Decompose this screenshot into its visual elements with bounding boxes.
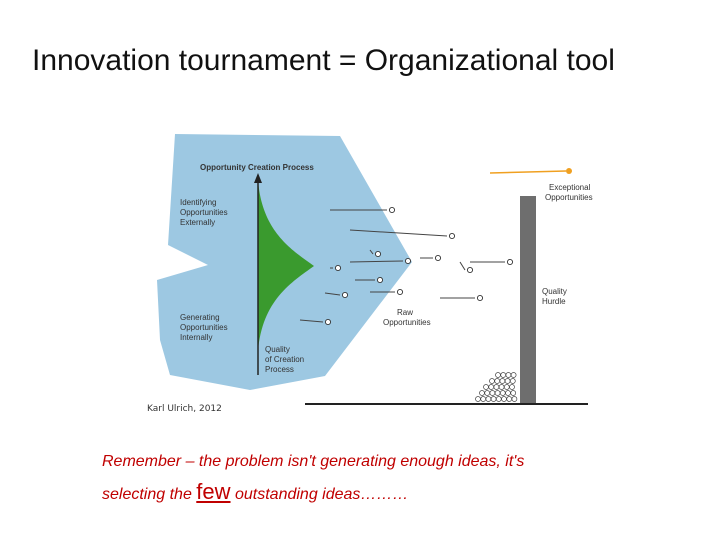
- hurdle-label-line: Hurdle: [542, 297, 566, 306]
- note-line-2-start: selecting the: [102, 486, 197, 503]
- idea-trail: [369, 249, 374, 255]
- pile-idea: [485, 396, 492, 402]
- raw-label: Raw Opportunities: [383, 308, 431, 327]
- rejected-ideas-pile: [475, 372, 518, 402]
- takeaway-note: Remember – the problem isn't generating …: [102, 447, 702, 510]
- pile-idea: [494, 378, 501, 384]
- pile-idea: [479, 390, 485, 396]
- pile-idea: [489, 390, 496, 396]
- source-credit: Karl Ulrich, 2012: [147, 404, 222, 414]
- external-label-line: Identifying: [180, 198, 216, 207]
- quality-label-line: Quality: [265, 345, 290, 354]
- slide-title: Innovation tournament = Organizational t…: [32, 44, 615, 77]
- raw-idea-projectiles: [299, 206, 514, 326]
- idea-trail: [299, 319, 324, 323]
- note-line-2-end: outstanding ideas………: [230, 486, 409, 503]
- raw-label-line: Opportunities: [383, 318, 431, 327]
- note-line-1: Remember – the problem isn't generating …: [102, 453, 525, 470]
- pile-idea: [475, 396, 481, 402]
- pile-idea: [505, 372, 512, 378]
- pile-idea: [511, 396, 518, 402]
- idea-trail: [324, 292, 341, 296]
- raw-idea: [404, 257, 412, 265]
- external-label: Identifying Opportunities Externally: [180, 198, 230, 227]
- pile-idea: [484, 390, 491, 396]
- pile-idea: [510, 390, 517, 396]
- pile-idea: [483, 384, 489, 390]
- raw-idea: [506, 258, 514, 266]
- raw-idea: [434, 254, 442, 262]
- hurdle-label: Quality Hurdle: [542, 287, 569, 306]
- idea-trail: [459, 261, 466, 271]
- external-label-line: Externally: [180, 218, 215, 227]
- pile-idea: [506, 396, 513, 402]
- pile-idea: [503, 384, 510, 390]
- pile-idea: [509, 384, 515, 390]
- external-label-line: Opportunities: [180, 208, 228, 217]
- raw-idea: [324, 318, 332, 326]
- quality-hurdle-bar: [520, 196, 536, 404]
- pile-idea: [498, 384, 505, 390]
- internal-label-line: Internally: [180, 333, 212, 342]
- pile-idea: [504, 378, 511, 384]
- raw-idea: [396, 288, 404, 296]
- raw-label-line: Raw: [397, 308, 413, 317]
- raw-idea: [341, 291, 349, 299]
- pile-idea: [490, 396, 497, 402]
- internal-label: Generating Opportunities Internally: [180, 313, 230, 342]
- pile-idea: [509, 378, 516, 384]
- internal-label-line: Opportunities: [180, 323, 228, 332]
- pile-idea: [494, 390, 501, 396]
- hurdle-label-line: Quality: [542, 287, 567, 296]
- quality-label-line: Process: [265, 365, 294, 374]
- exceptional-opportunity: [566, 168, 572, 174]
- idea-trail: [349, 260, 404, 263]
- pile-idea: [495, 396, 502, 402]
- pile-idea: [489, 378, 495, 384]
- pile-idea: [493, 384, 500, 390]
- exceptional-trail: [489, 170, 567, 174]
- pile-idea: [505, 390, 511, 396]
- internal-label-line: Generating: [180, 313, 220, 322]
- quality-label-line: of Creation: [265, 355, 304, 364]
- exceptional-label-line: Exceptional: [549, 183, 591, 192]
- raw-idea: [374, 250, 382, 258]
- pile-idea: [480, 396, 487, 402]
- idea-trail: [349, 229, 448, 237]
- pile-idea: [495, 372, 501, 378]
- pile-idea: [499, 378, 506, 384]
- exceptional-label: Exceptional Opportunities: [545, 183, 593, 202]
- quality-label: Quality of Creation Process: [265, 345, 306, 374]
- raw-idea: [376, 276, 384, 284]
- quality-axis-arrowhead: [254, 173, 262, 183]
- raw-idea: [466, 266, 474, 274]
- raw-idea: [334, 264, 342, 272]
- raw-idea: [476, 294, 484, 302]
- exceptional-label-line: Opportunities: [545, 193, 593, 202]
- pile-idea: [488, 384, 495, 390]
- process-header: Opportunity Creation Process: [200, 163, 314, 172]
- raw-idea: [448, 232, 456, 240]
- quality-distribution-curve: [258, 180, 314, 352]
- pile-idea: [510, 372, 517, 378]
- pile-idea: [500, 372, 507, 378]
- pile-idea: [501, 396, 507, 402]
- raw-idea: [388, 206, 396, 214]
- note-emphasis: few: [196, 479, 231, 504]
- pile-idea: [499, 390, 506, 396]
